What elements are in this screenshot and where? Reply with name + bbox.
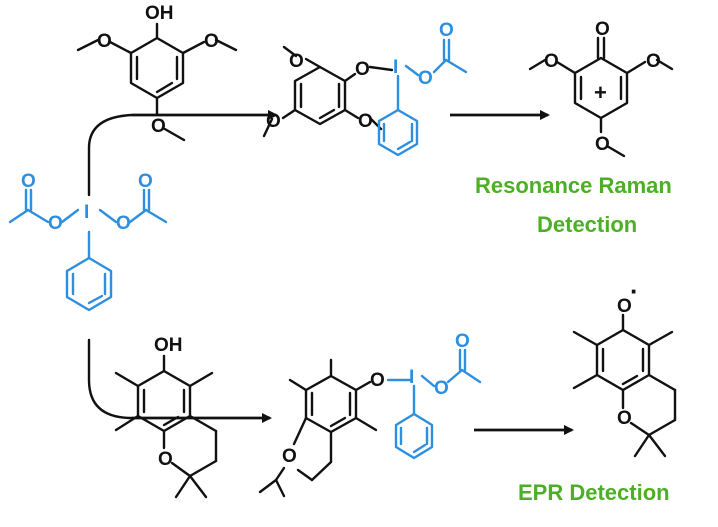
oxygen-label: O bbox=[97, 31, 112, 52]
hydroxyl-label: OH bbox=[145, 3, 174, 24]
bottom-join-curve bbox=[87, 338, 134, 420]
raman-detection-line2: Detection bbox=[537, 212, 637, 237]
oxygen-label: O bbox=[617, 296, 632, 317]
top-join-curve bbox=[87, 113, 134, 197]
aryloxy-iodane-intermediate-bottom: O O I O O bbox=[258, 331, 482, 498]
oxygen-label: O bbox=[355, 59, 370, 80]
raman-detection-line1: Resonance Raman bbox=[475, 173, 672, 198]
radical-dot: · bbox=[630, 276, 639, 306]
iodine-label: I bbox=[84, 202, 89, 223]
oxygen-label: O bbox=[204, 31, 219, 52]
phenoxonium-cation: O O O O + bbox=[528, 19, 674, 158]
oxygen-label: O bbox=[455, 331, 470, 352]
pida-reagent: O O I O O bbox=[8, 171, 168, 312]
oxygen-label: O bbox=[595, 19, 610, 40]
trimethoxyphenol: OH O O O bbox=[76, 3, 238, 142]
iodine-label: I bbox=[393, 57, 398, 78]
iodine-label: I bbox=[409, 367, 414, 388]
oxygen-label: O bbox=[48, 213, 63, 234]
oxygen-label: O bbox=[138, 171, 153, 192]
aryloxy-iodane-intermediate-top: O O O O I O O bbox=[262, 20, 468, 157]
oxygen-label: O bbox=[151, 116, 166, 137]
cation-charge: + bbox=[594, 80, 607, 105]
oxygen-label: O bbox=[21, 171, 36, 192]
oxygen-label: O bbox=[358, 111, 373, 132]
oxygen-label: O bbox=[544, 51, 559, 72]
epr-detection-label: EPR Detection bbox=[518, 480, 670, 505]
chromanol: OH O bbox=[114, 335, 218, 499]
oxygen-label: O bbox=[434, 378, 449, 399]
hydroxyl-label: OH bbox=[154, 335, 183, 356]
oxygen-label: O bbox=[289, 51, 304, 72]
oxygen-label: O bbox=[646, 51, 661, 72]
oxygen-label: O bbox=[282, 446, 297, 467]
oxygen-label: O bbox=[370, 370, 385, 391]
oxygen-label: O bbox=[266, 111, 281, 132]
phenoxyl-radical: O · O bbox=[572, 276, 677, 458]
oxygen-label: O bbox=[617, 408, 632, 429]
oxygen-label: O bbox=[439, 20, 454, 41]
oxygen-label: O bbox=[158, 449, 173, 470]
oxygen-label: O bbox=[595, 134, 610, 155]
oxygen-label: O bbox=[418, 68, 433, 89]
oxygen-label: O bbox=[116, 213, 131, 234]
